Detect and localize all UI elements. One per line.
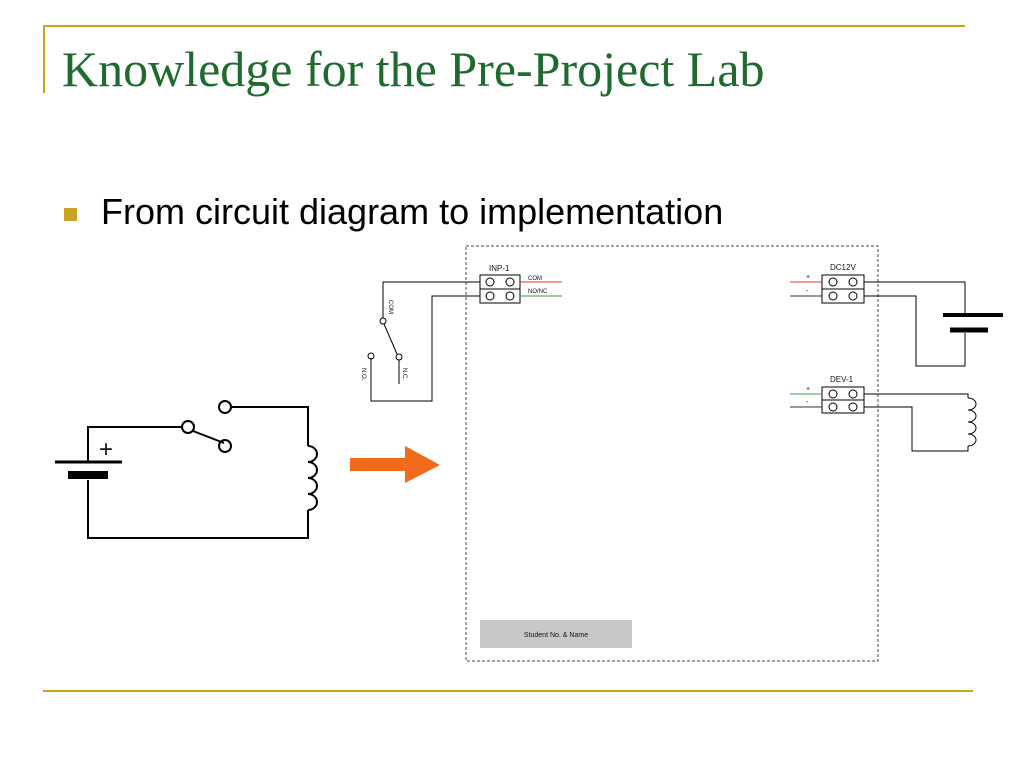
coil-inductor bbox=[307, 445, 318, 511]
battery-short-plate bbox=[68, 471, 108, 479]
inp-switch-com-label: COM bbox=[387, 300, 393, 314]
dc12v-terminal-block: DC12V + - bbox=[790, 263, 865, 304]
switch-contact-top bbox=[218, 400, 232, 414]
dc12v-minus-label: - bbox=[806, 288, 809, 295]
inp-switch-blade bbox=[383, 323, 398, 355]
frame-left-rule bbox=[43, 25, 45, 93]
student-name-label: Student No. & Name bbox=[524, 632, 588, 639]
inp-switch-no-label: N.O. bbox=[360, 368, 366, 381]
switch-contact-bottom bbox=[218, 439, 232, 453]
inp-com-label: COM bbox=[528, 276, 542, 282]
frame-bottom-rule bbox=[43, 690, 973, 692]
inp-switch-wire-nc bbox=[370, 295, 480, 402]
schematic-wire-switch-right bbox=[232, 406, 309, 446]
dev-terminal-block: DEV-1 + - bbox=[790, 375, 865, 414]
inp-label: INP-1 bbox=[489, 264, 510, 273]
frame-top-rule bbox=[43, 25, 965, 27]
dc12v-label: DC12V bbox=[830, 263, 856, 272]
dc12v-plus-label: + bbox=[806, 274, 810, 281]
schematic-wire-top bbox=[87, 426, 183, 462]
inp-switch-nc-label: N.C. bbox=[401, 368, 407, 380]
dev-coil-inductor bbox=[967, 397, 977, 447]
switch-blade bbox=[192, 430, 225, 444]
board-outline bbox=[465, 245, 879, 662]
inp-terminal-block: INP-1 COM NO/NC bbox=[479, 264, 562, 304]
bullet-marker bbox=[64, 208, 77, 221]
dev-label: DEV-1 bbox=[830, 375, 854, 384]
inp-nonc-label: NO/NC bbox=[528, 289, 548, 295]
dev-coil-wire-top bbox=[864, 393, 969, 398]
slide-title: Knowledge for the Pre-Project Lab bbox=[62, 41, 765, 97]
input-switch bbox=[367, 281, 480, 402]
bullet-text: From circuit diagram to implementation bbox=[101, 191, 724, 232]
student-name-box bbox=[480, 620, 632, 648]
inp-switch-wire-com bbox=[382, 281, 480, 318]
dc-battery-wire-top bbox=[864, 281, 966, 313]
dev-coil bbox=[864, 393, 977, 452]
dc-battery bbox=[864, 281, 1003, 367]
orange-arrow bbox=[350, 446, 440, 483]
schematic-wire-bottom bbox=[87, 480, 309, 539]
dev-coil-wire-bottom bbox=[864, 406, 969, 452]
switch-pivot-terminal bbox=[181, 420, 195, 434]
dev-plus-label: + bbox=[806, 386, 810, 393]
battery-plus-sign: + bbox=[99, 436, 113, 463]
dc-battery-wire-bottom bbox=[864, 295, 966, 367]
circuit-schematic bbox=[55, 400, 318, 539]
dev-minus-label: - bbox=[806, 399, 809, 406]
